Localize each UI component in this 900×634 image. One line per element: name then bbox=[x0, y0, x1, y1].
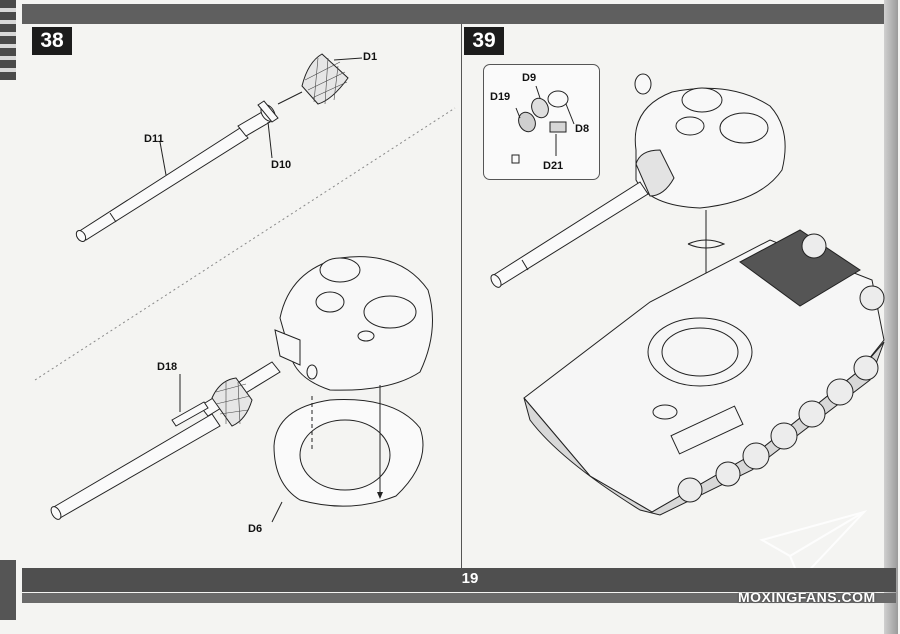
barrel-d11 bbox=[75, 111, 271, 242]
page-edge bbox=[884, 0, 898, 634]
tank-hull bbox=[523, 229, 885, 516]
part-d18 bbox=[171, 401, 209, 427]
footer-band bbox=[22, 568, 896, 592]
mantlet-cover-lower bbox=[211, 377, 253, 427]
binding-shadow bbox=[0, 560, 16, 620]
step-38-badge: 38 bbox=[32, 27, 72, 55]
label-d19: D19 bbox=[490, 91, 511, 103]
step-divider bbox=[461, 24, 462, 568]
label-d21: D21 bbox=[543, 160, 564, 172]
ring-d10 bbox=[257, 100, 279, 123]
watermark-text: MOXINGFANS.COM bbox=[738, 589, 876, 605]
binding-edge bbox=[0, 0, 16, 80]
parts-inset bbox=[483, 64, 600, 180]
page-number: 19 bbox=[461, 570, 479, 587]
label-d8: D8 bbox=[575, 123, 590, 135]
label-d18: D18 bbox=[157, 361, 178, 373]
step-39-badge: 39 bbox=[464, 27, 504, 55]
inset-parts bbox=[511, 90, 569, 164]
footer-band-lower bbox=[22, 593, 896, 603]
barrel-39 bbox=[490, 181, 649, 288]
label-d6: D6 bbox=[248, 523, 263, 535]
mantlet-cover-d1 bbox=[301, 53, 349, 105]
turret-38 bbox=[274, 256, 433, 391]
label-d10: D10 bbox=[271, 159, 292, 171]
label-d9: D9 bbox=[522, 72, 537, 84]
turret-39 bbox=[634, 73, 786, 209]
turret-ring-d6 bbox=[273, 399, 424, 507]
top-header-band bbox=[22, 4, 896, 24]
label-d1: D1 bbox=[363, 51, 378, 63]
label-d11: D11 bbox=[144, 133, 164, 145]
